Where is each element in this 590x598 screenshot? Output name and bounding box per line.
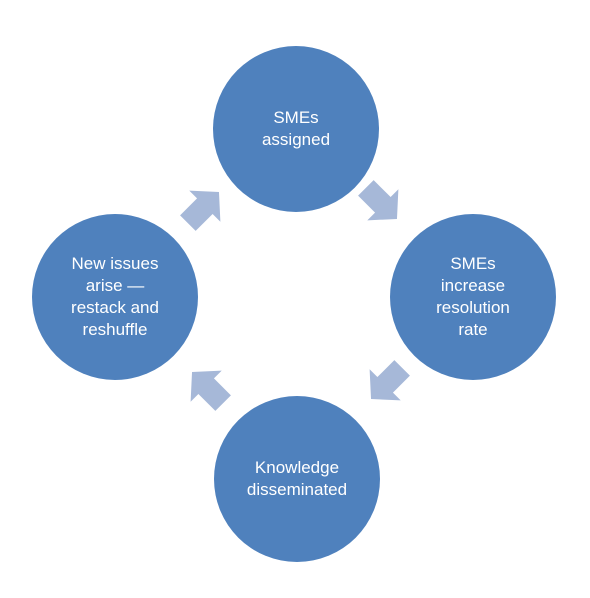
arrow-left-to-top xyxy=(180,190,221,231)
cycle-node-resolution-rate: SMEs increase resolution rate xyxy=(390,214,556,380)
cycle-node-new-issues: New issues arise — restack and reshuffle xyxy=(32,214,198,380)
arrow-right-to-bottom xyxy=(369,360,410,401)
cycle-node-label: SMEs increase resolution rate xyxy=(436,254,510,339)
cycle-node-label: New issues arise — restack and reshuffle xyxy=(71,254,159,339)
cycle-node-label: Knowledge disseminated xyxy=(246,458,348,499)
cycle-node-smes-assigned: SMEs assigned xyxy=(213,46,379,212)
cycle-node-knowledge-disseminated: Knowledge disseminated xyxy=(214,396,380,562)
arrow-top-to-right xyxy=(358,180,399,221)
arrow-bottom-to-left xyxy=(190,370,231,411)
cycle-node-label: SMEs assigned xyxy=(261,108,331,149)
